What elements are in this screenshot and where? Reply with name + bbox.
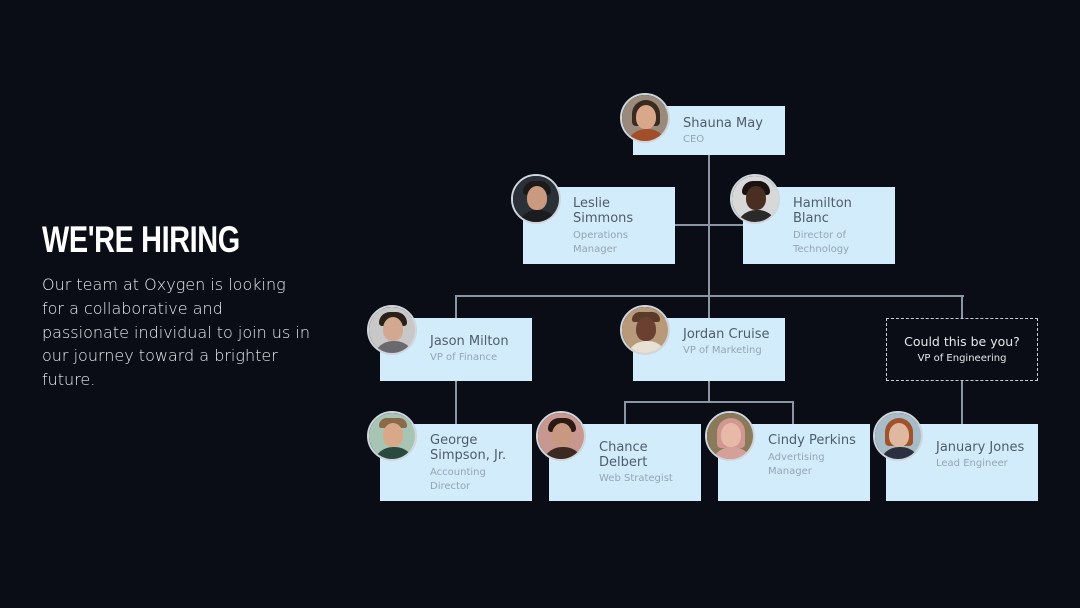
card-name: Jason Milton: [430, 334, 509, 349]
connector-jordan-down: [708, 381, 710, 402]
vacancy-card-vp-engineering[interactable]: Could this be you? VP of Engineering: [886, 318, 1038, 381]
card-role: Advertising Manager: [768, 452, 825, 477]
connector-to-chance: [624, 401, 626, 424]
connector-level2: [675, 224, 743, 226]
card-name: Shauna May: [683, 116, 763, 131]
card-role: Web Strategist: [599, 473, 673, 484]
vacancy-prompt: Could this be you?: [904, 333, 1020, 349]
hiring-blurb: Our team at Oxygen is looking for a coll…: [42, 275, 310, 390]
avatar-leslie-simmons: [511, 174, 561, 224]
card-role: VP of Marketing: [683, 345, 762, 356]
card-name: Hamilton Blanc: [793, 196, 852, 226]
card-role: VP of Finance: [430, 352, 498, 363]
card-role: Operations Manager: [573, 230, 628, 255]
card-name: Jordan Cruise: [683, 327, 770, 342]
card-role: Lead Engineer: [936, 458, 1008, 469]
vacancy-role: VP of Engineering: [917, 352, 1007, 364]
avatar-shauna-may: [620, 93, 670, 143]
card-role: Accounting Director: [430, 467, 486, 492]
avatar-january-jones: [873, 411, 923, 461]
avatar-george-simpson: [367, 411, 417, 461]
hiring-headline: WE'RE HIRING: [42, 219, 240, 260]
connector-to-cindy: [792, 401, 794, 424]
connector-to-vacancy: [961, 295, 963, 318]
avatar-jason-milton: [367, 305, 417, 355]
card-name: January Jones: [936, 440, 1025, 455]
card-name: George Simpson, Jr.: [430, 433, 507, 463]
connector-jason-george: [455, 381, 457, 424]
connector-marketing-bar: [624, 401, 794, 403]
card-role: CEO: [683, 134, 705, 145]
avatar-chance-delbert: [536, 411, 586, 461]
card-name: Cindy Perkins: [768, 433, 856, 448]
card-name: Chance Delbert: [599, 440, 648, 470]
avatar-cindy-perkins: [705, 411, 755, 461]
avatar-hamilton-blanc: [730, 174, 780, 224]
connector-to-jason: [455, 295, 457, 318]
card-name: Leslie Simmons: [573, 196, 634, 226]
avatar-jordan-cruise: [620, 305, 670, 355]
connector-to-jordan: [708, 295, 710, 318]
card-role: Director of Technology: [793, 230, 850, 255]
connector-vacancy-january: [961, 381, 963, 424]
